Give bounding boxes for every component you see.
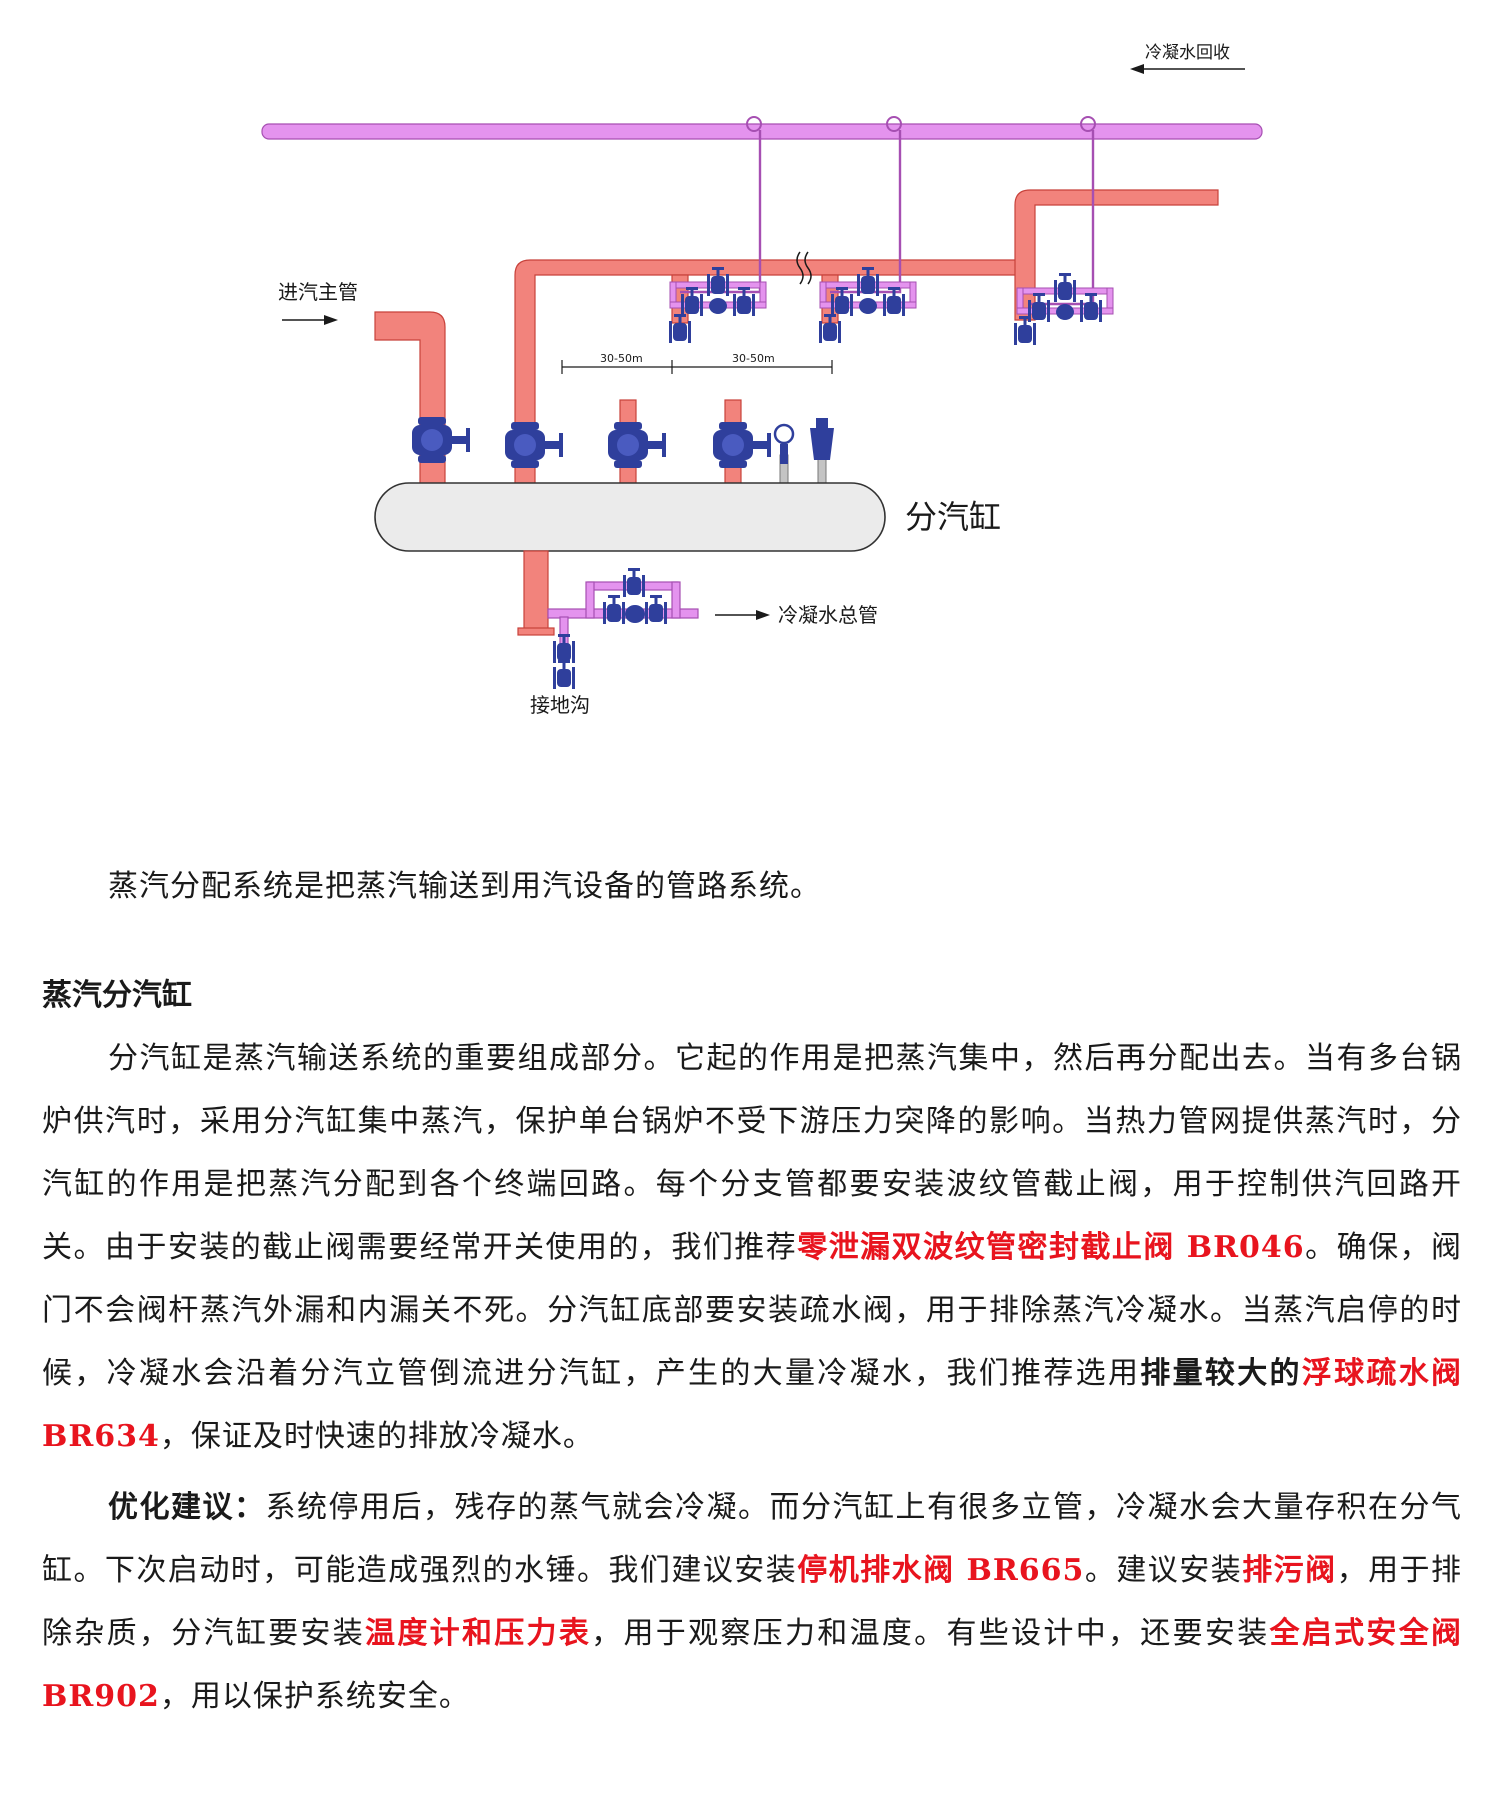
p2-text-3: ，用于排除杂质，分汽缸要安装 — [42, 1553, 1463, 1651]
pressure-gauge — [773, 423, 795, 464]
p2-text-1: 系统停用后，残存的蒸气就会冷凝。而分汽缸上有很多立管，冷凝水会大量存积在分气缸。… — [42, 1490, 1462, 1588]
drain-ditch-label: 接地沟 — [530, 693, 590, 717]
p2-lead: 优化建议： — [108, 1490, 266, 1525]
steam-inlet-pipe — [374, 311, 446, 506]
p1-text-2: 。确保，阀门不会阀杆蒸汽外漏和内漏关不死。分汽缸底部要安装疏水阀，用于排除蒸汽冷… — [42, 1230, 1463, 1391]
condensate-main-label: 冷凝水总管 — [778, 603, 878, 627]
condensate-return-label: 冷凝水回收 — [1145, 43, 1230, 63]
spacing-label-1: 30-50m — [600, 352, 643, 365]
p2-text-5: ，用以保护系统安全。 — [159, 1679, 470, 1714]
spacing-dimension — [561, 360, 833, 374]
steam-inlet-arrow — [282, 315, 338, 325]
paragraph-1: 分汽缸是蒸汽输送系统的重要组成部分。它起的作用是把蒸汽集中，然后再分配出去。当有… — [42, 1027, 1462, 1468]
bottom-drain-pipe — [517, 550, 699, 654]
section-title: 蒸汽分汽缸 — [42, 978, 192, 1013]
steam-header-vessel — [374, 482, 886, 552]
p1-bold-large-capacity: 排量较大的 — [1140, 1356, 1302, 1391]
p1-text-1: 分汽缸是蒸汽输送系统的重要组成部分。它起的作用是把蒸汽集中，然后再分配出去。当有… — [42, 1041, 1462, 1265]
condensate-main-arrow — [715, 610, 770, 620]
p2-highlight-gauges: 温度计和压力表 — [365, 1616, 592, 1651]
globe-valves — [412, 417, 771, 468]
condensate-return-arrow — [1130, 64, 1245, 74]
p2-highlight-safety-valve: 全启式安全阀 BR902 — [42, 1616, 1463, 1714]
steam-inlet-label: 进汽主管 — [278, 280, 358, 304]
p2-highlight-shutdown-drain: 停机排水阀 BR665 — [797, 1553, 1085, 1588]
intro-text: 蒸汽分配系统是把蒸汽输送到用汽设备的管路系统。 — [108, 869, 821, 904]
bottom-trap-valves — [553, 568, 667, 689]
steam-distribution-diagram: 冷凝水回收 进汽主管 30-5 — [261, 43, 1263, 717]
safety-valve — [810, 418, 834, 460]
p1-highlight-float-trap: 浮球疏水阀 BR634 — [42, 1356, 1463, 1454]
p2-text-2: 。建议安装 — [1084, 1553, 1243, 1588]
spacing-label-2: 30-50m — [732, 352, 775, 365]
intro-paragraph: 蒸汽分配系统是把蒸汽输送到用汽设备的管路系统。 — [42, 855, 1462, 918]
drain-valves-branch — [669, 314, 1036, 345]
header-label: 分汽缸 — [905, 498, 1001, 536]
condensate-return-main — [261, 123, 1263, 140]
pipe-break-symbol — [796, 251, 812, 285]
p2-highlight-blowdown-valve: 排污阀 — [1242, 1553, 1337, 1588]
p1-text-3: ，保证及时快速的排放冷凝水。 — [159, 1419, 594, 1454]
p2-text-4: ，用于观察压力和温度。有些设计中，还要安装 — [591, 1616, 1270, 1651]
paragraph-2: 优化建议：系统停用后，残存的蒸气就会冷凝。而分汽缸上有很多立管，冷凝水会大量存积… — [42, 1476, 1462, 1728]
p1-highlight-bellows-valve: 零泄漏双波纹管密封截止阀 BR046 — [797, 1230, 1305, 1265]
